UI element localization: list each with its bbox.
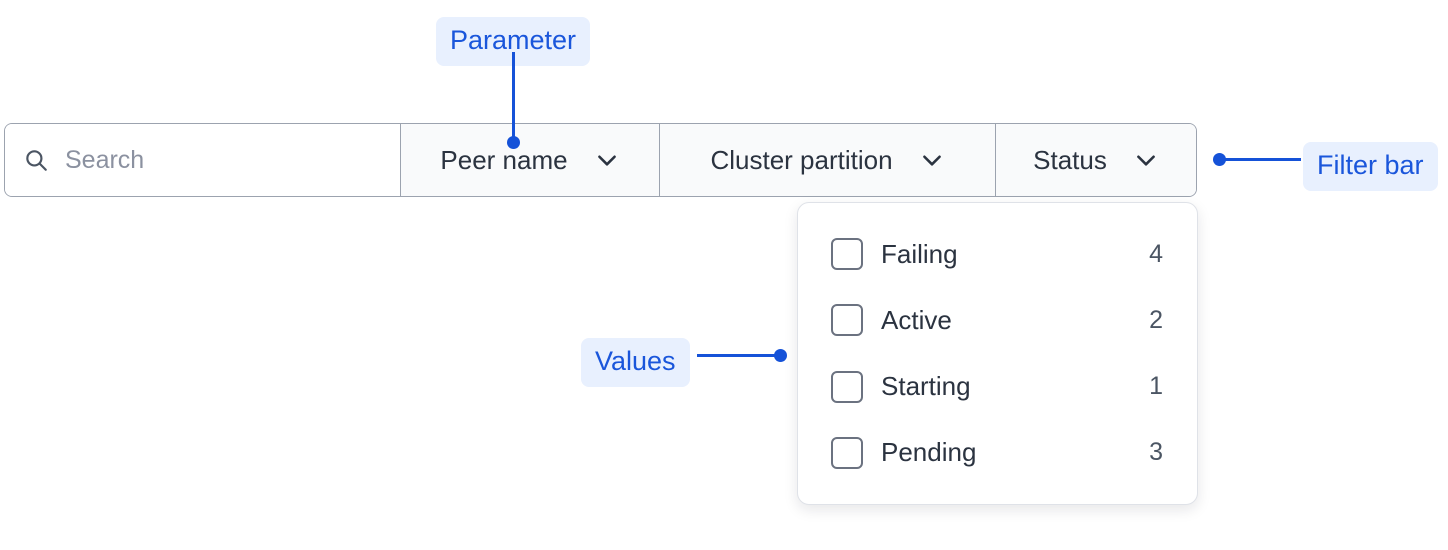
list-item-count: 4 — [1149, 239, 1163, 268]
annotation-anchor-dot-filter-bar — [1213, 153, 1226, 166]
annotation-leader-line-values — [697, 354, 777, 357]
checkbox[interactable] — [831, 370, 863, 403]
chevron-down-icon — [597, 155, 616, 166]
list-item-label: Active — [881, 304, 952, 335]
checkbox[interactable] — [831, 238, 863, 271]
list-item-count: 1 — [1149, 372, 1163, 401]
annotation-anchor-dot-parameter — [507, 136, 520, 149]
search-field[interactable] — [5, 124, 401, 196]
annotation-label-values: Values — [581, 338, 690, 387]
list-item-count: 2 — [1149, 305, 1163, 334]
search-icon — [26, 150, 47, 171]
status-dropdown-label: Status — [1033, 144, 1107, 175]
cluster-partition-dropdown[interactable]: Cluster partition — [660, 124, 996, 196]
annotation-leader-line-parameter — [512, 52, 515, 142]
peer-name-dropdown[interactable]: Peer name — [401, 124, 660, 196]
chevron-down-icon — [1136, 155, 1155, 166]
list-item[interactable]: Pending 3 — [798, 427, 1197, 479]
cluster-partition-dropdown-label: Cluster partition — [710, 144, 893, 175]
filter-bar: Peer name Cluster partition Status — [4, 123, 1197, 197]
list-item-label: Failing — [881, 238, 958, 269]
list-item-label: Pending — [881, 437, 977, 468]
status-dropdown[interactable]: Status — [996, 124, 1196, 196]
peer-name-dropdown-label: Peer name — [440, 144, 568, 175]
chevron-down-icon — [922, 155, 941, 166]
annotation-label-filter-bar: Filter bar — [1303, 142, 1438, 191]
search-input[interactable] — [65, 145, 382, 175]
list-item-count: 3 — [1149, 438, 1163, 467]
list-item[interactable]: Active 2 — [798, 294, 1197, 346]
dropdown-options-list: Failing 4 Active 2 Starting 1 Pending 3 — [797, 202, 1198, 505]
list-item-label: Starting — [881, 371, 971, 402]
checkbox[interactable] — [831, 304, 863, 337]
list-item[interactable]: Failing 4 — [798, 228, 1197, 280]
annotation-anchor-dot-values — [774, 349, 787, 362]
annotation-leader-line-filter-bar — [1224, 158, 1301, 161]
list-item[interactable]: Starting 1 — [798, 361, 1197, 413]
checkbox[interactable] — [831, 436, 863, 469]
